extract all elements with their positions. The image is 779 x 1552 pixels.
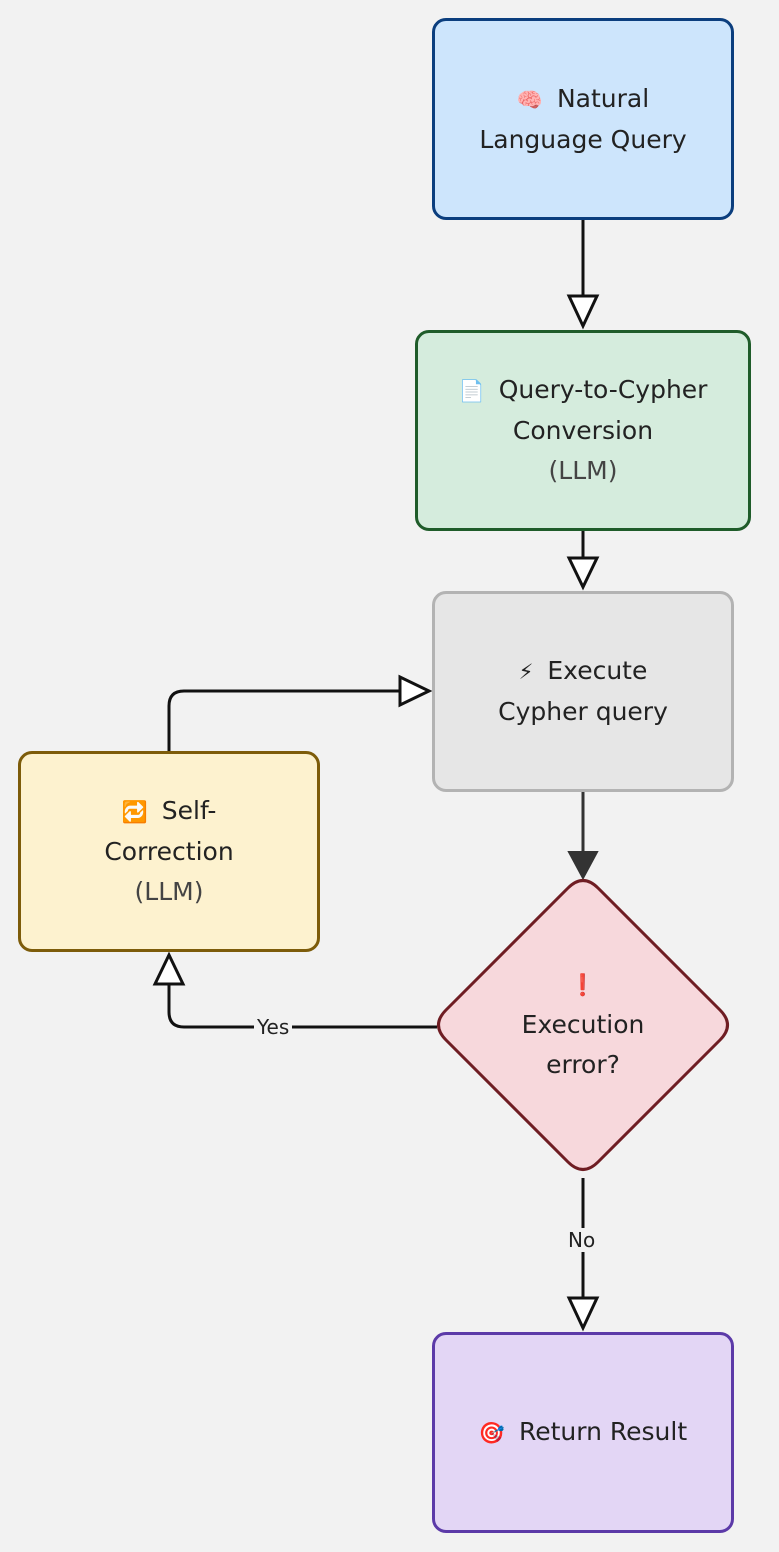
edge-label-no: No bbox=[565, 1228, 599, 1252]
query-to-cypher-node: 📄 Query-to-Cypher Conversion (LLM) bbox=[415, 330, 751, 531]
node-label-line1: Query-to-Cypher bbox=[498, 375, 708, 404]
arrowhead-execute bbox=[566, 556, 600, 591]
node-label-line2: Conversion bbox=[512, 416, 654, 445]
repeat-icon: 🔁 bbox=[121, 800, 148, 824]
brain-icon: 🧠 bbox=[516, 87, 543, 112]
decision-diamond-shape bbox=[437, 879, 729, 1171]
document-icon: 📄 bbox=[458, 379, 485, 403]
return-result-node: 🎯 Return Result bbox=[432, 1332, 734, 1533]
edge-label-yes: Yes bbox=[254, 1015, 293, 1039]
target-icon: 🎯 bbox=[478, 1421, 505, 1445]
node-label-line2: error? bbox=[546, 1050, 620, 1079]
node-label-line1: Execute bbox=[547, 656, 648, 685]
execution-error-decision: ❗ Execution error? bbox=[483, 965, 683, 1085]
edge-error-to-selfcorrection bbox=[167, 984, 437, 1029]
node-label-line1: Self- bbox=[161, 796, 217, 825]
node-label-line1: Return Result bbox=[519, 1417, 688, 1446]
node-label-line2: Cypher query bbox=[498, 697, 668, 726]
arrowhead-return bbox=[566, 1296, 600, 1332]
node-label-line3: (LLM) bbox=[134, 877, 204, 906]
execute-cypher-node: ⚡ Execute Cypher query bbox=[432, 591, 734, 792]
arrowhead-execute-left bbox=[398, 674, 433, 708]
edge-selfcorrection-to-execute bbox=[167, 689, 400, 751]
node-label-line2: Correction bbox=[104, 837, 234, 866]
self-correction-node: 🔁 Self- Correction (LLM) bbox=[18, 751, 320, 952]
exclamation-icon: ❗ bbox=[569, 973, 597, 997]
node-label-line3: (LLM) bbox=[548, 456, 618, 485]
node-label-line1: Execution bbox=[521, 1010, 645, 1039]
node-label-line1: Natural bbox=[556, 83, 650, 113]
arrowhead-filled bbox=[567, 851, 599, 881]
natural-language-query-node: 🧠 Natural Language Query bbox=[432, 18, 734, 220]
lightning-icon: ⚡ bbox=[518, 660, 534, 684]
arrowhead-selfcorrection bbox=[152, 951, 186, 986]
node-label-line2: Language Query bbox=[479, 124, 687, 154]
arrowhead-conversion bbox=[566, 294, 600, 330]
